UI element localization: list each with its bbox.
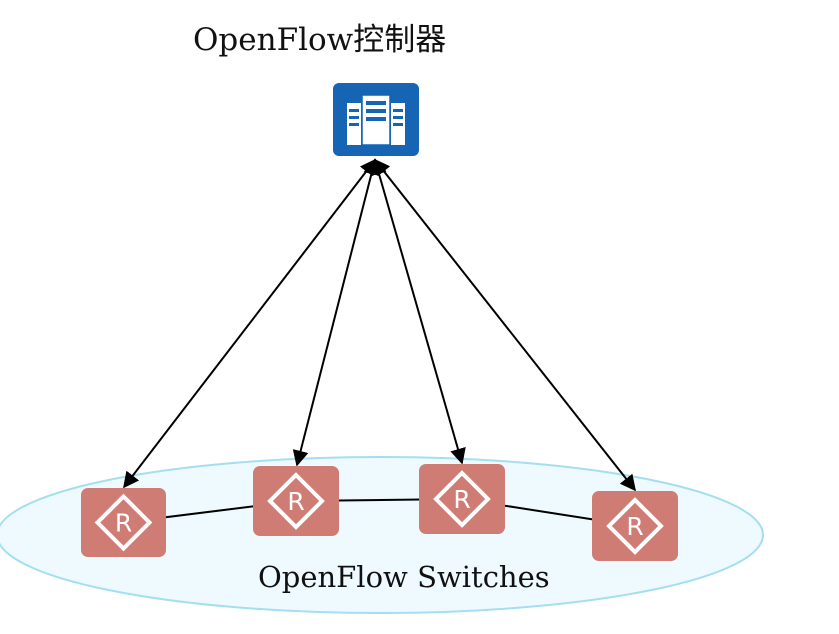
router-icon: R (419, 464, 505, 534)
server-icon (333, 83, 419, 156)
router-glyph: R (287, 487, 304, 516)
controller-label: OpenFlow控制器 (193, 22, 446, 58)
controller-link-sw3 (371, 158, 466, 465)
router-icon: R (253, 466, 339, 536)
router-icon: R (81, 488, 166, 557)
controller-link-sw1 (123, 158, 376, 489)
router-glyph: R (115, 509, 132, 538)
router-glyph: R (626, 512, 643, 541)
router-icon: R (592, 491, 678, 561)
controller-link-sw2 (292, 158, 380, 467)
controller-link-sw4 (374, 158, 636, 492)
router-glyph: R (453, 485, 470, 514)
switch-area-label: OpenFlow Switches (258, 560, 550, 594)
